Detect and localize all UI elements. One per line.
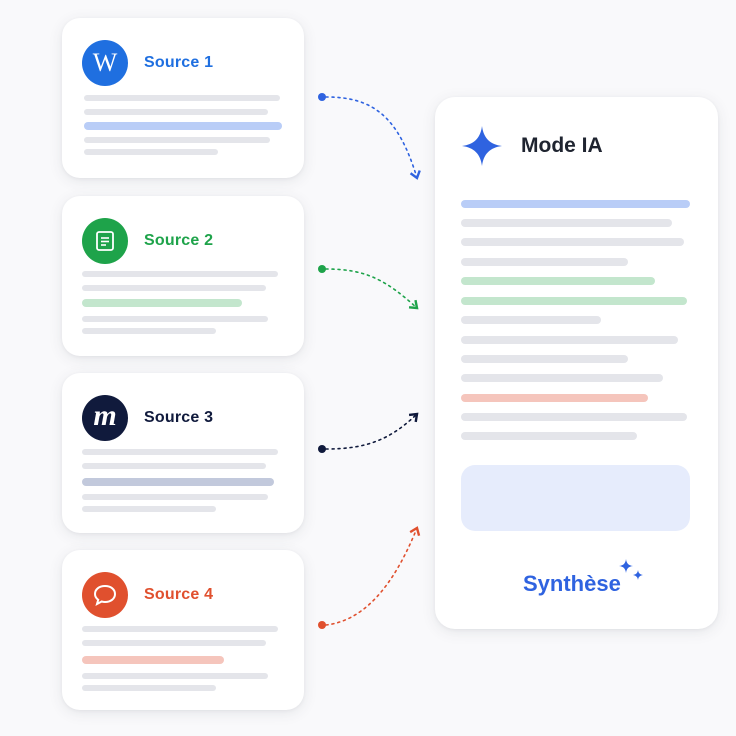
connector-source-1: [318, 93, 421, 180]
source-card-4: Source 4: [62, 550, 304, 710]
highlight-bar: [461, 200, 690, 208]
source-label: Source 4: [144, 586, 214, 603]
connector-source-2: [318, 265, 419, 310]
highlight-bar: [461, 297, 687, 305]
highlight-bar: [461, 394, 648, 402]
connector-source-4: [318, 526, 421, 629]
highlight-bar: [82, 656, 224, 664]
source-card-3: m Source 3: [62, 373, 304, 533]
highlight-bar: [82, 478, 274, 486]
ai-mode-title: Mode IA: [521, 134, 603, 157]
source-card-1: W Source 1: [62, 18, 304, 178]
sparkles-icon: [619, 559, 643, 580]
source-label: Source 1: [144, 54, 214, 71]
sparkle-icon: [462, 126, 502, 166]
source-card-2: Source 2: [62, 196, 304, 356]
source-label: Source 2: [144, 232, 214, 249]
document-icon: [82, 218, 128, 264]
connector-source-3: [318, 412, 419, 453]
chat-bubble-icon: [82, 572, 128, 618]
wikipedia-icon: W: [82, 40, 128, 86]
synthesis-label: Synthèse: [523, 571, 621, 596]
source-label: Source 3: [144, 409, 214, 426]
m-logo-icon: m: [82, 395, 128, 441]
highlight-bar: [82, 299, 242, 307]
highlight-bar: [84, 122, 282, 130]
ai-mode-card: Mode IA Synthèse: [435, 97, 718, 629]
summary-box: [461, 465, 690, 531]
highlight-bar: [461, 277, 655, 285]
